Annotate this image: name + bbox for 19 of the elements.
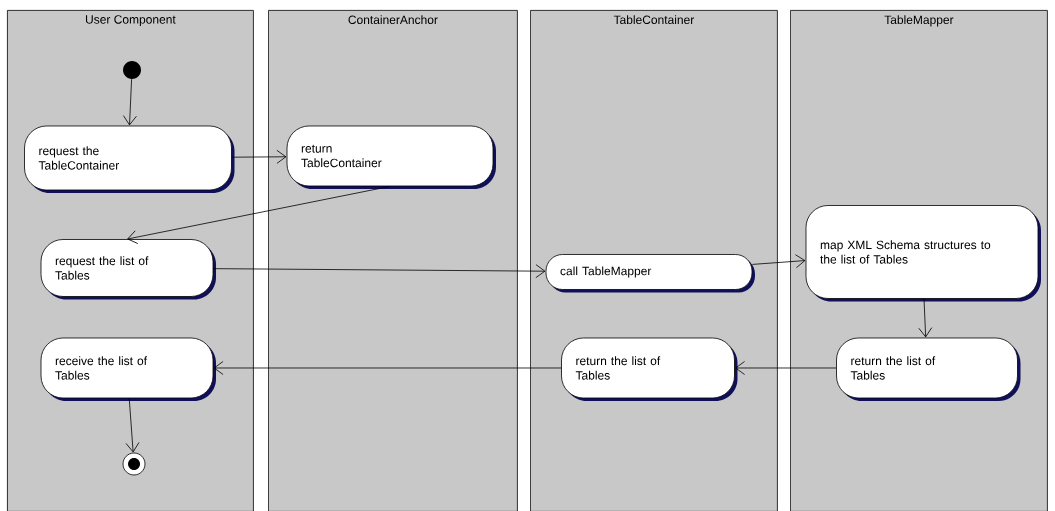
action-box: map XML Schema structures to the list of Tables <box>805 205 1041 302</box>
action-box: return the list of Tables <box>561 337 738 401</box>
arrow <box>123 78 137 126</box>
arrow <box>125 398 140 453</box>
arrow <box>213 361 562 375</box>
arrow <box>127 186 391 244</box>
action-box: request the list of Tables <box>40 239 216 300</box>
arrow <box>231 149 287 164</box>
action-box: request the TableContainer <box>24 125 235 193</box>
action-box: return TableContainer <box>286 125 496 189</box>
action-box: call TableMapper <box>545 254 755 293</box>
arrow <box>752 254 806 269</box>
arrow <box>213 264 546 278</box>
arrow <box>735 361 837 375</box>
arrow <box>918 298 933 338</box>
end-bullseye <box>122 452 146 476</box>
start-dot <box>123 61 141 79</box>
action-box: receive the list of Tables <box>40 337 216 401</box>
action-box: return the list of Tables <box>836 337 1021 401</box>
